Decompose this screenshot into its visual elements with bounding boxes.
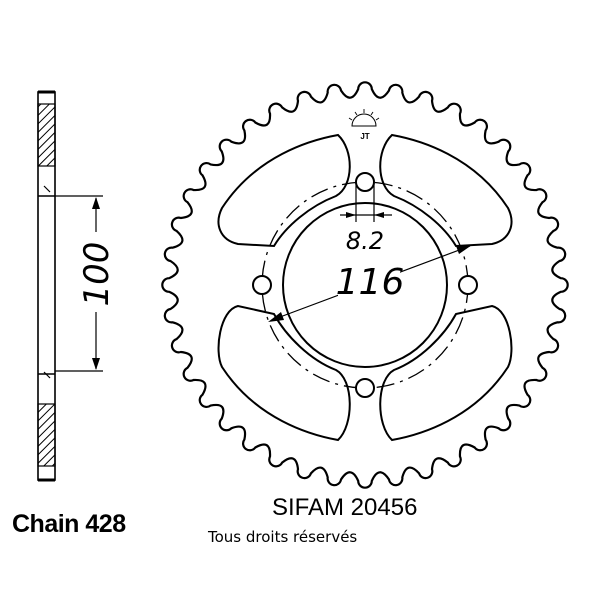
dim-116-arrow-right [456,245,472,254]
dim-100-text: 100 [77,242,117,307]
dim-116-text: 116 [336,262,405,303]
profile-bore-top [43,185,51,193]
profile-bore-bottom [43,371,51,379]
dim-8-2-arrow-right [374,212,384,218]
part-number-label: SIFAM 20456 [272,494,418,521]
sprocket-front-view: JT 8.2 116 [161,81,569,489]
profile-hatch-bottom [37,403,56,467]
bolt-hole-bottom [355,378,375,398]
profile-hatch-top [37,103,56,167]
bolt-hole-left [252,275,272,295]
dim-100-text-bg [82,232,110,312]
logo-sun-icon [351,113,377,127]
window-top-right [379,133,513,248]
bolt-hole-top [355,172,375,192]
window-bottom-left [217,304,351,442]
window-top-left [217,133,351,248]
logo-mark: JT [348,109,380,141]
dim-100-arrow-bottom [92,358,100,370]
window-bottom-right [379,304,513,442]
chain-size-label: Chain 428 [12,510,126,538]
side-profile-view: 100 [37,90,117,482]
dim-116-text-bg [338,262,400,296]
dim-8-2-arrow-left [346,212,356,218]
rights-notice: Tous droits réservés [208,528,358,546]
logo-text: JT [360,132,369,141]
bolt-hole-right [458,275,478,295]
dim-8-2-text: 8.2 [346,227,384,255]
dim-116-arrow-left [268,312,284,322]
dim-100-arrow-top [92,197,100,209]
